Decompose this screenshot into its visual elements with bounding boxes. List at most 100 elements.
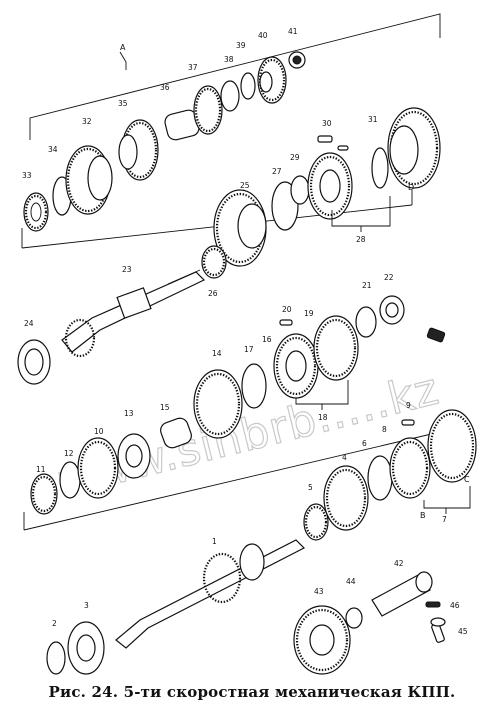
part-label-16: 16 xyxy=(262,335,272,344)
part-label-8: 8 xyxy=(382,425,387,434)
sleeve-gear-right xyxy=(387,107,441,189)
snap-ring-29a xyxy=(290,175,310,205)
part-label-9: 9 xyxy=(406,401,411,410)
part-label-19: 19 xyxy=(304,309,314,318)
part-label-39: 39 xyxy=(236,41,246,50)
part-label-36: 36 xyxy=(160,83,170,92)
part-label-34: 34 xyxy=(48,145,58,154)
ring-39 xyxy=(240,72,256,100)
lower-left-group xyxy=(23,417,441,531)
gear-4 xyxy=(323,465,369,531)
upper-gear-stack xyxy=(23,51,306,232)
bearing-13 xyxy=(117,433,151,479)
bearing-24 xyxy=(17,339,51,385)
spring-46 xyxy=(425,601,441,608)
group-labels: A B C D xyxy=(120,43,470,520)
part-label-37: 37 xyxy=(188,63,198,72)
middle-synchro-group xyxy=(193,295,446,439)
part-label-25: 25 xyxy=(240,181,250,190)
shaft-1 xyxy=(115,539,306,649)
part-label-43: 43 xyxy=(314,587,324,596)
part-label-27: 27 xyxy=(272,167,282,176)
part-label-46: 46 xyxy=(450,601,460,610)
snap-ring-31 xyxy=(371,147,389,189)
gear-35 xyxy=(118,119,159,181)
part-label-14: 14 xyxy=(212,349,222,358)
sleeve-19 xyxy=(313,315,359,381)
needle-bearing-33 xyxy=(23,192,49,232)
gear-37 xyxy=(193,85,223,135)
ring-38 xyxy=(220,80,240,112)
group-label-c: C xyxy=(464,475,470,484)
part-label-33: 33 xyxy=(22,171,32,180)
part-label-23: 23 xyxy=(122,265,132,274)
ring-25-gear xyxy=(213,189,267,267)
part-label-30: 30 xyxy=(322,119,332,128)
part-label-2: 2 xyxy=(52,619,57,628)
part-label-42: 42 xyxy=(394,559,404,568)
gear-32 xyxy=(65,145,113,215)
gear-40 xyxy=(257,56,287,104)
sleeve-15 xyxy=(160,417,192,449)
group-label-d: D xyxy=(408,183,414,192)
part-label-15: 15 xyxy=(160,403,170,412)
synchro-8 xyxy=(389,437,431,499)
gear-43 xyxy=(293,605,351,675)
gear-14 xyxy=(193,369,243,439)
part-label-21: 21 xyxy=(362,281,372,290)
pin-42 xyxy=(371,571,433,617)
bolt-45 xyxy=(430,617,446,643)
part-label-38: 38 xyxy=(224,55,234,64)
key-9 xyxy=(401,419,415,426)
part-label-10: 10 xyxy=(94,427,104,436)
figure-caption: Рис. 24. 5-ти скоростная механическая КП… xyxy=(48,683,456,701)
lower-right-group xyxy=(303,409,477,541)
part-label-32: 32 xyxy=(82,117,92,126)
bearing-22 xyxy=(379,295,405,325)
group-label-b: B xyxy=(420,511,426,520)
part-label-24: 24 xyxy=(24,319,34,328)
key-30 xyxy=(317,135,333,143)
part-label-5: 5 xyxy=(308,483,313,492)
part-label-7: 7 xyxy=(442,515,447,524)
part-label-35: 35 xyxy=(118,99,128,108)
part-number-labels: 1 2 3 4 5 6 7 8 9 10 11 12 13 14 15 16 1… xyxy=(22,27,468,636)
bearing-3 xyxy=(67,621,105,675)
key-20 xyxy=(279,319,293,326)
needle-bearing-11 xyxy=(30,473,58,515)
part-label-44: 44 xyxy=(346,577,356,586)
part-label-31: 31 xyxy=(368,115,378,124)
part-label-18: 18 xyxy=(318,413,328,422)
bearing-26 xyxy=(201,245,227,279)
part-label-29a: 29 xyxy=(290,153,300,162)
part-label-26: 26 xyxy=(208,289,218,298)
part-label-20: 20 xyxy=(282,305,292,314)
group-label-a: A xyxy=(120,43,126,52)
part-label-45: 45 xyxy=(458,627,468,636)
ring-21 xyxy=(355,306,377,338)
small-cap-part xyxy=(426,327,446,343)
washer-44 xyxy=(345,607,363,629)
part-label-40: 40 xyxy=(258,31,268,40)
ring-12 xyxy=(59,461,81,499)
part-label-41: 41 xyxy=(288,27,298,36)
part-label-4: 4 xyxy=(342,453,347,462)
synchro-hub xyxy=(307,152,353,220)
spring-29b xyxy=(337,145,349,151)
sleeve-gear-c xyxy=(427,409,477,483)
part-label-6: 6 xyxy=(362,439,367,448)
ring-2 xyxy=(46,641,66,675)
shaft-23 xyxy=(61,269,206,358)
ring-6 xyxy=(367,455,393,501)
bearing-5 xyxy=(303,503,329,541)
synchro-18 xyxy=(273,333,319,399)
part-label-17: 17 xyxy=(244,345,254,354)
part-label-1: 1 xyxy=(212,537,217,546)
ring-16 xyxy=(241,363,267,409)
part-label-11: 11 xyxy=(36,465,46,474)
part-label-22: 22 xyxy=(384,273,394,282)
part-label-12: 12 xyxy=(64,449,74,458)
nut-41 xyxy=(288,51,306,69)
part-label-3: 3 xyxy=(84,601,89,610)
